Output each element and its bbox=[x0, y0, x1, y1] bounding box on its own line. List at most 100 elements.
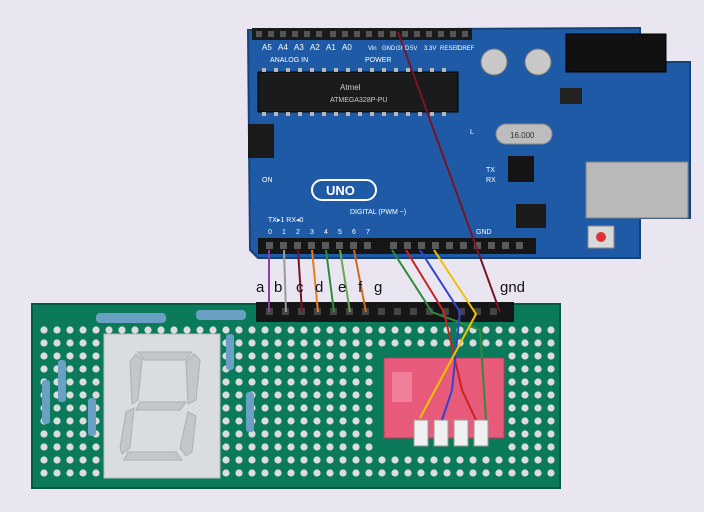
perfboard-pad bbox=[521, 378, 529, 386]
perfboard-pad bbox=[547, 404, 555, 412]
perfboard-pad bbox=[235, 417, 243, 425]
perfboard-pad bbox=[430, 456, 438, 464]
power-pin-gnd2: GND bbox=[396, 46, 410, 52]
perfboard-pad bbox=[235, 352, 243, 360]
perfboard-pad bbox=[92, 365, 100, 373]
analog-pin-a0: A0 bbox=[342, 43, 352, 52]
perfboard-pad bbox=[352, 456, 360, 464]
perfboard-pad bbox=[105, 326, 113, 334]
perfboard-pad bbox=[274, 326, 282, 334]
perfboard-pad bbox=[534, 391, 542, 399]
perfboard-pad bbox=[261, 378, 269, 386]
perfboard-pad bbox=[66, 378, 74, 386]
tx-led-label: TX bbox=[486, 167, 495, 174]
on-led-label: ON bbox=[262, 177, 273, 184]
analog-section-label: ANALOG IN bbox=[270, 57, 308, 64]
perfboard-pad bbox=[326, 352, 334, 360]
perfboard-pad bbox=[508, 352, 516, 360]
perfboard-pad bbox=[430, 469, 438, 477]
perfboard-pad bbox=[261, 326, 269, 334]
perfboard-pad bbox=[339, 378, 347, 386]
perfboard-pad bbox=[430, 339, 438, 347]
perfboard-pad bbox=[222, 417, 230, 425]
perfboard-pad bbox=[274, 469, 282, 477]
perfboard-pad bbox=[352, 339, 360, 347]
perfboard-pad bbox=[547, 339, 555, 347]
perfboard-pad bbox=[235, 339, 243, 347]
perfboard-pad bbox=[92, 456, 100, 464]
perfboard-pad bbox=[79, 430, 87, 438]
dip-toggle-2 bbox=[433, 419, 449, 447]
perfboard-pad bbox=[508, 456, 516, 464]
resistors bbox=[42, 310, 254, 436]
digital-gnd-label: GND bbox=[476, 229, 492, 236]
perfboard-pad bbox=[534, 456, 542, 464]
perfboard-pad bbox=[53, 469, 61, 477]
perfboard-pad bbox=[521, 365, 529, 373]
perfboard-pad bbox=[40, 443, 48, 451]
pin-label-a: a bbox=[256, 279, 265, 296]
perfboard-pad bbox=[313, 378, 321, 386]
analog-pin-a3: A3 bbox=[294, 43, 304, 52]
perfboard-pad bbox=[339, 469, 347, 477]
tx-rx-pin-label: TX▸1 RX◂0 bbox=[268, 217, 304, 224]
perfboard-pad bbox=[313, 469, 321, 477]
perfboard-pad bbox=[222, 378, 230, 386]
perfboard-pad bbox=[469, 456, 477, 464]
perfboard-pad bbox=[300, 430, 308, 438]
perfboard-pad bbox=[521, 456, 529, 464]
perfboard-pad bbox=[508, 339, 516, 347]
perfboard-pad bbox=[287, 352, 295, 360]
perfboard-pad bbox=[547, 417, 555, 425]
perfboard-pad bbox=[79, 391, 87, 399]
perfboard-pad bbox=[248, 430, 256, 438]
perfboard-pad bbox=[183, 326, 191, 334]
perfboard-pad bbox=[235, 469, 243, 477]
perfboard-pad bbox=[261, 391, 269, 399]
perfboard-pad bbox=[92, 443, 100, 451]
perfboard-pad bbox=[547, 352, 555, 360]
perfboard-pad bbox=[66, 443, 74, 451]
perfboard-pad bbox=[53, 456, 61, 464]
uno-logo-text: UNO bbox=[326, 183, 355, 198]
perfboard-pad bbox=[92, 469, 100, 477]
perfboard-pad bbox=[443, 339, 451, 347]
perfboard-pad bbox=[352, 469, 360, 477]
perfboard-pad bbox=[352, 365, 360, 373]
small-ic bbox=[508, 156, 534, 182]
wire-switch-2 bbox=[405, 249, 477, 421]
perfboard-pad bbox=[547, 469, 555, 477]
perfboard-pad bbox=[66, 404, 74, 412]
header-top-pins bbox=[256, 31, 468, 37]
perfboard-pad bbox=[365, 430, 373, 438]
perfboard-pad bbox=[66, 391, 74, 399]
perfboard-pad bbox=[79, 469, 87, 477]
perfboard-pad bbox=[40, 456, 48, 464]
perfboard-pad bbox=[222, 404, 230, 412]
perfboard-pad bbox=[222, 469, 230, 477]
chip-brand-text: Atmel bbox=[340, 83, 361, 92]
digital-pin-1: 1 bbox=[282, 229, 286, 236]
perfboard-pad bbox=[378, 456, 386, 464]
perfboard-pad bbox=[391, 339, 399, 347]
perfboard-pad bbox=[222, 456, 230, 464]
wire-switch-1 bbox=[391, 249, 487, 421]
perfboard-pad bbox=[326, 391, 334, 399]
perfboard-pad bbox=[313, 443, 321, 451]
perfboard-pad bbox=[365, 404, 373, 412]
perfboard-pad bbox=[248, 378, 256, 386]
digital-pin-2: 2 bbox=[296, 229, 300, 236]
perfboard-pad bbox=[365, 326, 373, 334]
perfboard-pad bbox=[521, 417, 529, 425]
perfboard-pad bbox=[66, 456, 74, 464]
digital-pin-0: 0 bbox=[268, 229, 272, 236]
digital-section-label: DIGITAL (PWM ~) bbox=[350, 209, 406, 216]
perfboard-pad bbox=[326, 339, 334, 347]
perfboard-pad bbox=[170, 326, 178, 334]
perfboard-pad bbox=[53, 417, 61, 425]
perfboard-pad bbox=[547, 378, 555, 386]
perfboard-pad bbox=[313, 404, 321, 412]
perfboard-pad bbox=[274, 365, 282, 373]
wire-e bbox=[325, 249, 335, 313]
perfboard-pad bbox=[287, 469, 295, 477]
